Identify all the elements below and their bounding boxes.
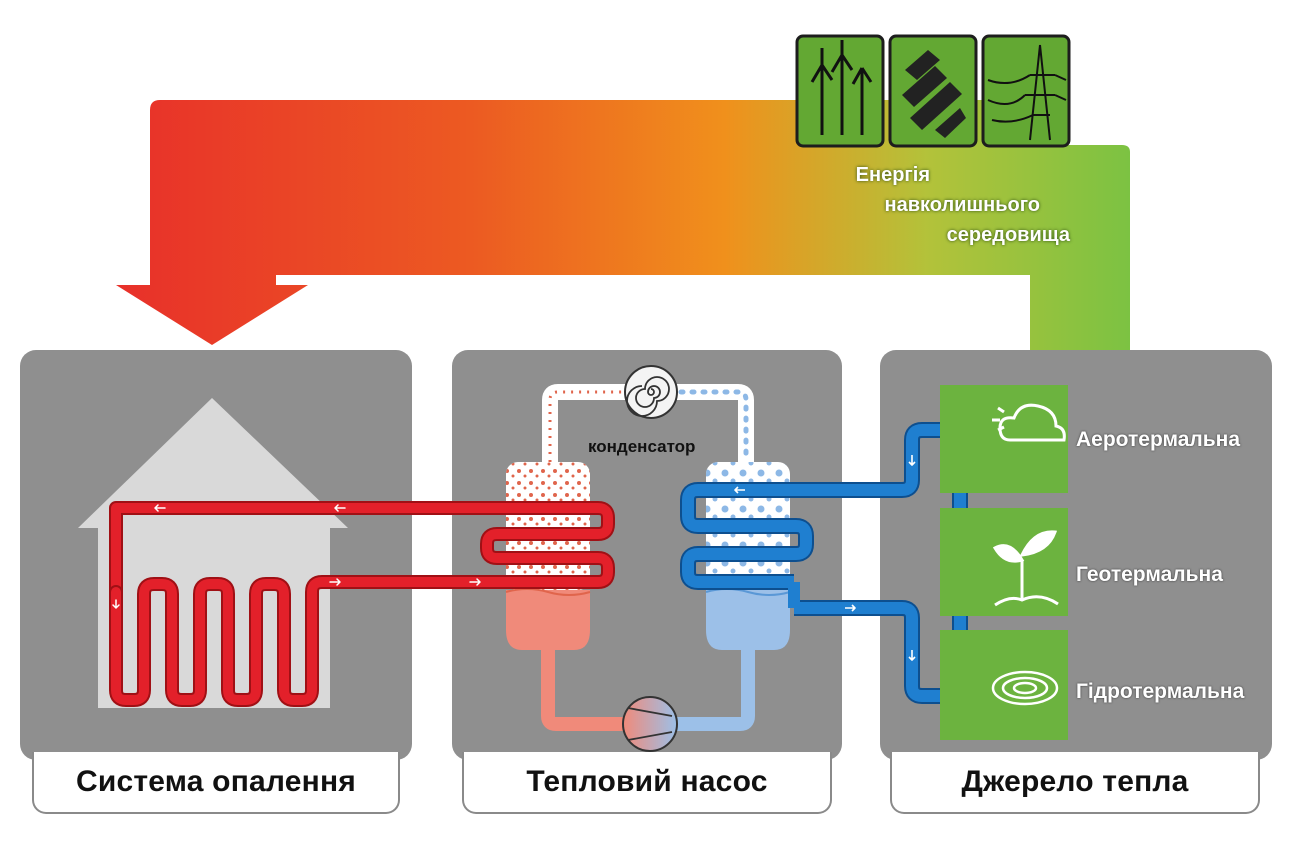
condenser-label: конденсатор (588, 437, 696, 456)
heating-caption: Система опалення (32, 752, 400, 814)
power-line-icon (981, 34, 1071, 148)
expansion-valve-icon (624, 365, 678, 419)
source-label-hydro: Гідротермальна (1076, 680, 1245, 703)
wind-turbine-icon (795, 34, 885, 148)
compressor-icon (622, 696, 678, 752)
energy-label: Енергія навколишнього середовища (830, 160, 1070, 250)
source-caption: Джерело тепла (890, 752, 1260, 814)
energy-flow-arrow (116, 100, 1130, 350)
refrigerant-bottom-pipe (541, 650, 755, 731)
source-label-geo: Геотермальна (1076, 563, 1223, 586)
cloud-sun-icon (992, 403, 1066, 442)
sprout-icon (992, 530, 1059, 607)
heating-circuit (109, 501, 497, 707)
source-tile-hydro (940, 630, 1068, 740)
source-tile-geo (940, 508, 1068, 616)
energy-label-line-1: Енергія (855, 164, 930, 186)
refrigerant-top-pipe (542, 384, 754, 465)
water-ripple-icon (991, 670, 1059, 706)
condenser-coil (480, 501, 615, 589)
pump-caption: Тепловий насос (462, 752, 832, 814)
source-label-aero: Аеротермальна (1076, 428, 1241, 451)
source-tile-aero (940, 385, 1068, 493)
solar-panel-icon (888, 34, 978, 148)
energy-label-line-3: середовища (946, 224, 1070, 246)
energy-label-line-2: навколишнього (884, 194, 1040, 216)
